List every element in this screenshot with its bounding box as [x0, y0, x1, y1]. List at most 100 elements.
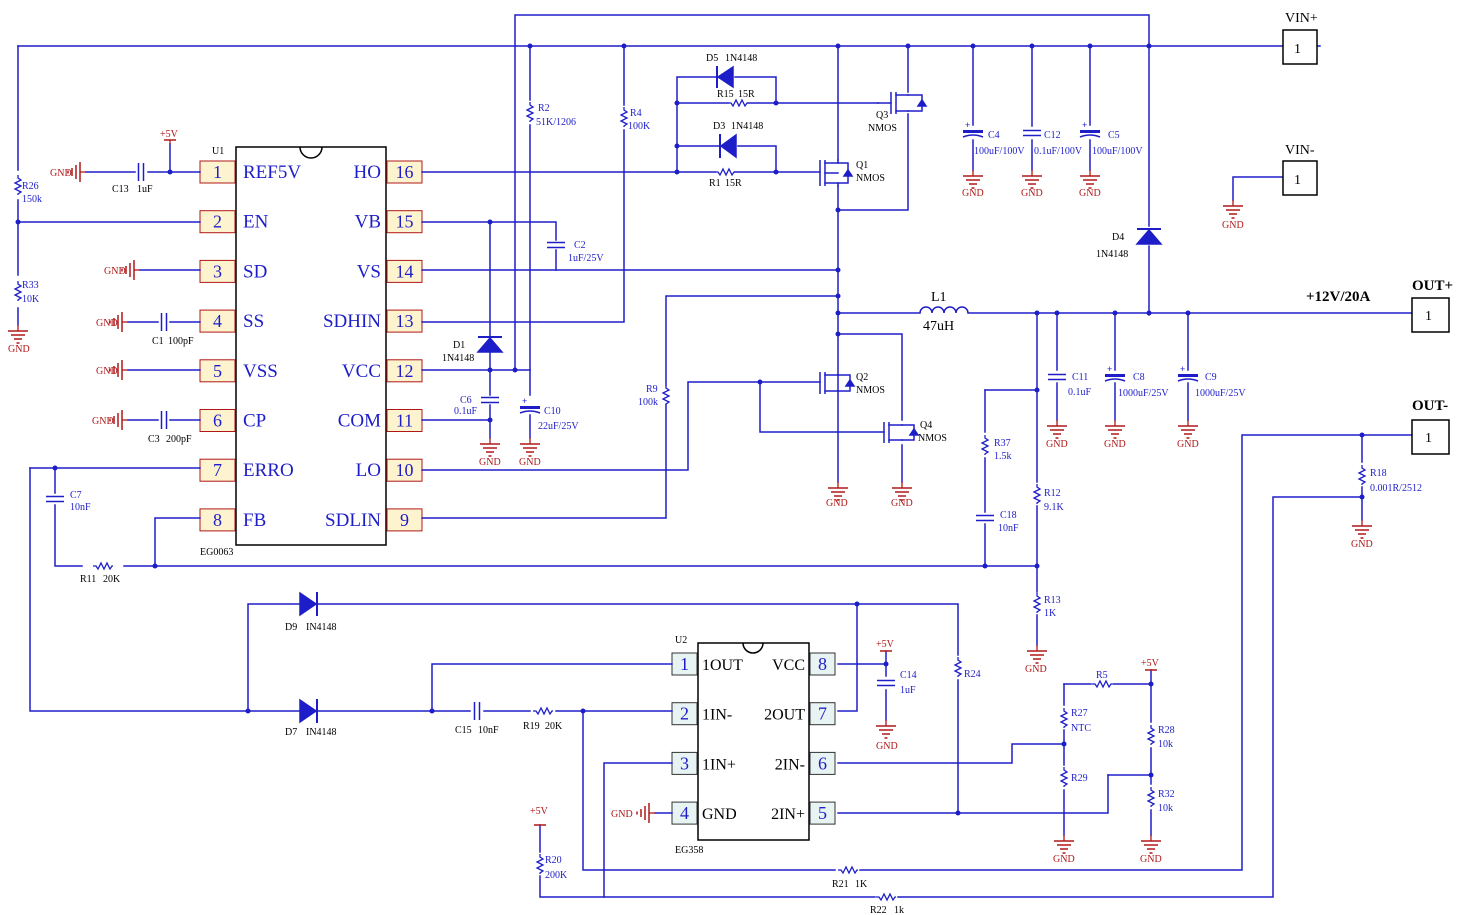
r18-value: 0.001R/2512: [1370, 483, 1422, 494]
u1-pin-number: 14: [396, 261, 414, 281]
resistor-r19: R19 20K: [523, 707, 563, 732]
c11-ref: C11: [1072, 372, 1088, 383]
c13-ref: C13: [112, 184, 129, 195]
u1-ref: U1: [212, 146, 224, 157]
vin-minus-label: VIN-: [1285, 143, 1315, 158]
u2-pin-name: GND: [702, 806, 737, 823]
c1-ref: C1: [152, 336, 164, 347]
mosfet-q4: Q4 NMOS: [883, 420, 947, 444]
r12-value: 9.1K: [1044, 502, 1065, 513]
u1-pin-name: CP: [243, 411, 266, 432]
u1-pin-name: SDLIN: [325, 510, 381, 531]
u1-pin-name: FB: [243, 510, 266, 531]
resistor-r11: R11 20K: [80, 562, 121, 585]
c5-ref: C5: [1108, 130, 1120, 141]
gnd-label: GND: [891, 498, 913, 509]
resistor-r2: R2 51K/1206: [526, 101, 576, 128]
u2-chip: U2 EG358: [675, 635, 810, 856]
u2-pin-number: 2: [680, 704, 689, 724]
resistor-r26: R26 150k: [14, 174, 42, 205]
gnd-label: GND: [519, 457, 541, 468]
r27-value: NTC: [1071, 723, 1091, 734]
r33-value: 10K: [22, 294, 40, 305]
c12-value: 0.1uF/100V: [1034, 146, 1083, 157]
mosfet-q1: Q1 NMOS: [819, 159, 885, 187]
diode-d9: D9 IN4148: [285, 591, 337, 633]
c3-value: 200pF: [166, 434, 192, 445]
c10-value: 22uF/25V: [538, 421, 579, 432]
u2-pin-number: 5: [818, 803, 827, 823]
u1-pin-number: 8: [213, 510, 222, 530]
u1-pin-number: 11: [396, 411, 413, 431]
r26-value: 150k: [22, 194, 42, 205]
resistor-r5: R5: [1091, 670, 1113, 688]
u2-pin-number: 8: [818, 654, 827, 674]
u1-pin-number: 15: [396, 212, 414, 232]
gnd-label: GND: [8, 344, 30, 355]
r22-value: 1k: [894, 905, 904, 915]
out-plus-pin: 1: [1425, 309, 1432, 324]
capacitor-c3: C3 200pF: [148, 410, 192, 445]
r19-ref: R19: [523, 721, 540, 732]
u1-pin-14: 14 VS: [357, 259, 423, 283]
gnd-label: GND: [479, 457, 501, 468]
c1-value: 100pF: [168, 336, 194, 347]
q3-value: NMOS: [868, 123, 897, 134]
c9-value: 1000uF/25V: [1195, 388, 1246, 399]
u2-pin-name: 2OUT: [764, 707, 805, 724]
u1-pin-name: VS: [357, 261, 381, 282]
c14-value: 1uF: [900, 685, 916, 696]
d5-ref: D5: [706, 53, 718, 64]
q1-ref: Q1: [856, 160, 868, 171]
gnd-label: GND: [1222, 220, 1244, 231]
vin-plus-label: VIN+: [1285, 11, 1318, 26]
diode-d1: D1 1N4148: [442, 336, 504, 364]
u1-pin-name: COM: [338, 411, 381, 432]
u1-pin-name: SS: [243, 311, 264, 332]
gnd-label: GND: [611, 809, 633, 820]
capacitor-c5: C5 100uF/100V: [1079, 119, 1143, 157]
c13-value: 1uF: [137, 184, 153, 195]
c6-ref: C6: [460, 395, 472, 406]
c8-value: 1000uF/25V: [1118, 388, 1169, 399]
r28-ref: R28: [1158, 725, 1175, 736]
u1-pin-number: 6: [213, 411, 222, 431]
u1-pin-number: 2: [213, 212, 222, 232]
gnd-label: GND: [1177, 439, 1199, 450]
capacitor-c15: C15 10nF: [455, 701, 499, 736]
p5v-label: +5V: [530, 806, 549, 817]
q4-value: NMOS: [918, 433, 947, 444]
mosfet-q2: Q2 NMOS: [819, 372, 885, 396]
capacitor-c9: C9 1000uF/25V: [1177, 363, 1246, 399]
r1-value: 15R: [725, 178, 742, 189]
resistor-r12: R12 9.1K: [1033, 483, 1065, 513]
mosfet-q3: Q3 NMOS: [868, 92, 928, 134]
u1-pin-number: 16: [396, 162, 414, 182]
r22-ref: R22: [870, 905, 887, 915]
r4-ref: R4: [630, 108, 642, 119]
capacitor-c8: C8 1000uF/25V: [1104, 363, 1169, 399]
u1-pin-number: 12: [396, 361, 414, 381]
connector-out-minus: 1 OUT-: [1411, 398, 1450, 455]
gnd-label: GND: [1104, 439, 1126, 450]
capacitor-c11: C11 0.1uF: [1047, 372, 1092, 398]
d4-ref: D4: [1112, 232, 1124, 243]
resistor-r27: R27 NTC: [1060, 707, 1091, 734]
out-plus-label: OUT+: [1412, 278, 1453, 294]
q2-value: NMOS: [856, 385, 885, 396]
r33-ref: R33: [22, 280, 39, 291]
u2-pin-number: 4: [680, 803, 689, 823]
p5v-label: +5V: [1141, 658, 1160, 669]
vin-plus-pin: 1: [1294, 42, 1301, 57]
r28-value: 10k: [1158, 739, 1173, 750]
